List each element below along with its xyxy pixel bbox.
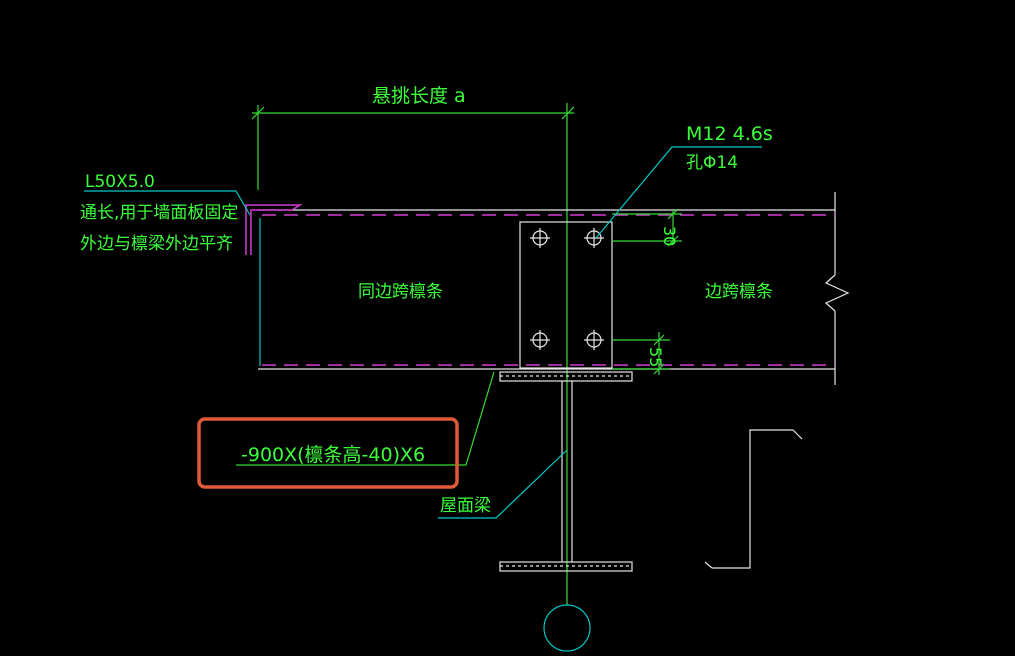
purlin-outline xyxy=(258,192,850,385)
angle-steel-l50x5 xyxy=(245,204,303,255)
purlin-flange-dashed xyxy=(262,214,835,366)
plate-spec-label: -900X(檩条高-40)X6 xyxy=(241,444,425,466)
roof-beam-leader-line xyxy=(438,449,568,519)
dimension-55 xyxy=(612,332,670,375)
axis-bubble-icon xyxy=(543,604,591,652)
angle-note-line-2: 外边与檩梁外边平齐 xyxy=(80,234,233,254)
plate-leader-line xyxy=(236,371,495,466)
dimension-30 xyxy=(612,208,682,247)
cantilever-length-label: 悬挑长度 a xyxy=(372,85,466,107)
connection-plate xyxy=(519,221,613,369)
edge-purlin-label: 边跨檩条 xyxy=(705,282,773,302)
wall-purlin-profile xyxy=(704,429,803,569)
angle-note-line-1: 通长,用于墙面板固定 xyxy=(80,203,238,223)
inner-purlin-label: 同边跨檩条 xyxy=(358,282,443,302)
bolt-spec-label: M12 4.6s xyxy=(686,123,773,145)
angle-spec-label: L50X5.0 xyxy=(85,172,155,192)
hole-spec-label: 孔Φ14 xyxy=(686,153,738,173)
highlight-box xyxy=(197,417,459,489)
bolt-hole-icon xyxy=(530,228,604,350)
roof-beam-i-section xyxy=(499,371,633,572)
dimension-55-label: 55 xyxy=(646,347,665,367)
dimension-30-label: 30 xyxy=(660,226,679,246)
bolt-leader-line xyxy=(595,146,762,239)
roof-beam-label: 屋面梁 xyxy=(440,496,491,516)
angle-leader-line xyxy=(84,190,251,216)
cantilever-dimension xyxy=(251,105,575,190)
